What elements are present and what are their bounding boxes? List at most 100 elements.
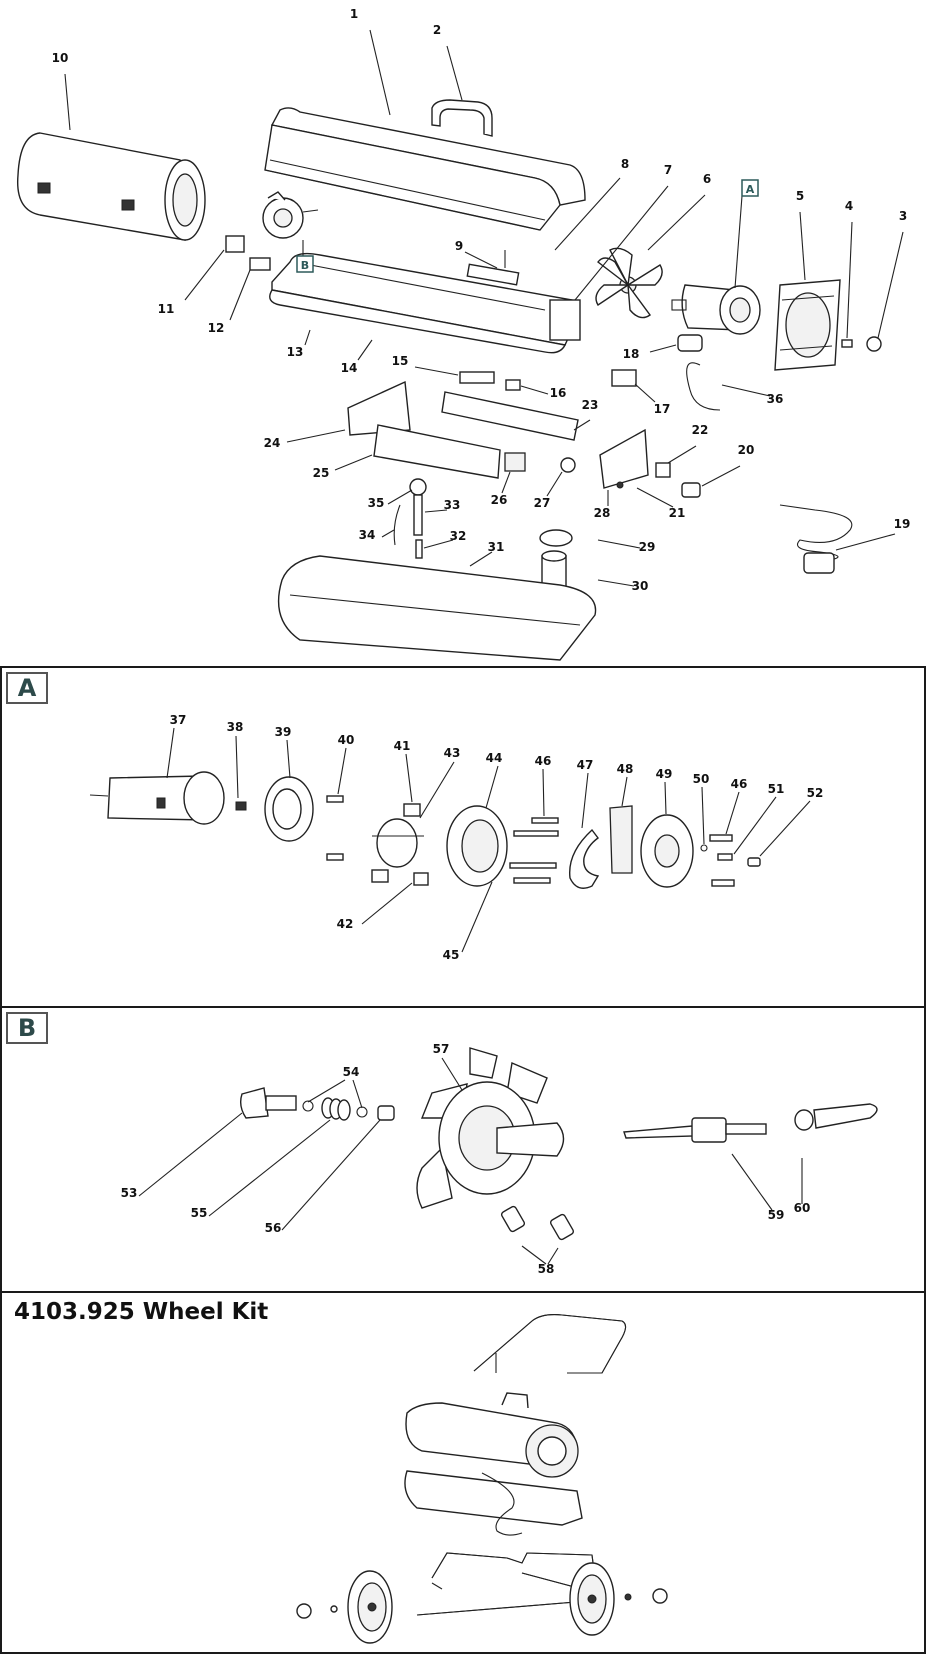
part-power-cord (779, 504, 853, 574)
part-ring-39 (264, 776, 314, 842)
main-part-number-5: 5 (796, 189, 804, 203)
panel-a-part-number-49: 49 (656, 767, 673, 781)
part-wheel-left (347, 1570, 393, 1644)
panel-a-part-number-44: 44 (486, 751, 503, 765)
panel-a-part-number-39: 39 (275, 725, 292, 739)
main-part-number-15: 15 (392, 354, 409, 368)
part-handle-frame (473, 1314, 627, 1374)
main-part-number-11: 11 (158, 302, 175, 316)
panel-b-part-number-60: 60 (794, 1201, 811, 1215)
part-heater-body (404, 1392, 583, 1536)
part-sleeve-60 (794, 1103, 878, 1131)
part-switch-15 (459, 371, 495, 384)
part-rotor-43 (371, 803, 424, 883)
main-part-number-16: 16 (550, 386, 567, 400)
part-grommet-16 (505, 379, 521, 391)
part-frame-24 (347, 380, 411, 436)
panel-b-part-number-58: 58 (538, 1262, 555, 1276)
part-frame-bolt (431, 1582, 443, 1590)
part-fitting-58b (549, 1213, 575, 1241)
part-hub-cap-left (296, 1603, 312, 1619)
panel-b-part-number-56: 56 (265, 1221, 282, 1235)
part-panel-25 (373, 424, 501, 479)
part-screw-51 (717, 853, 733, 861)
main-part-number-17: 17 (654, 402, 671, 416)
wheel-kit-title: 4103.925 Wheel Kit (14, 1299, 269, 1325)
part-panel-23 (441, 391, 579, 441)
part-knob-27 (560, 457, 576, 473)
part-nut-3 (866, 336, 882, 352)
panel-a-tag: A (6, 672, 48, 704)
main-part-number-36: 36 (767, 392, 784, 406)
main-part-number-35: 35 (368, 496, 385, 510)
part-oring-50 (700, 844, 708, 852)
part-hub-cap-right (652, 1588, 668, 1604)
panel-a-part-number-51: 51 (768, 782, 785, 796)
part-filter-35 (409, 478, 427, 496)
panel-a-part-number-38: 38 (227, 720, 244, 734)
part-screw-46b (709, 834, 733, 842)
part-electrode-12 (249, 257, 271, 271)
part-thermostat-22 (655, 462, 671, 478)
part-control-26 (504, 452, 526, 472)
main-part-number-33: 33 (444, 498, 461, 512)
part-plug-52 (747, 857, 761, 867)
part-hose-34 (393, 504, 401, 546)
part-burner-body-57 (416, 1047, 565, 1209)
panel-b-part-number-57: 57 (433, 1042, 450, 1056)
main-part-number-34: 34 (359, 528, 376, 542)
main-part-number-31: 31 (488, 540, 505, 554)
main-part-number-14: 14 (341, 361, 358, 375)
part-photocell-bracket (466, 250, 520, 286)
part-pickup-33 (413, 494, 423, 536)
panel-a-part-number-45: 45 (443, 948, 460, 962)
callout-box-b: B (296, 255, 314, 273)
part-carry-handle (431, 99, 493, 137)
part-nozzle-53 (239, 1087, 297, 1119)
part-strain-relief-20 (681, 482, 701, 498)
main-part-number-3: 3 (899, 209, 907, 223)
wheel-kit-drawing (296, 1314, 668, 1644)
main-part-number-9: 9 (455, 239, 463, 253)
panel-b-part-number-55: 55 (191, 1206, 208, 1220)
part-washer-left (330, 1605, 338, 1613)
part-lower-shell (269, 252, 581, 354)
part-combustion-chamber (16, 132, 206, 241)
detail-panel-a: A (0, 666, 926, 1008)
main-part-number-29: 29 (639, 540, 656, 554)
main-part-number-1: 1 (350, 7, 358, 21)
panel-a-part-number-43: 43 (444, 746, 461, 760)
part-screw-40b (326, 853, 344, 861)
main-part-number-22: 22 (692, 423, 709, 437)
panel-a-part-number-50: 50 (693, 772, 710, 786)
part-spring-55 (321, 1097, 351, 1121)
part-capacitor-18 (677, 334, 703, 352)
panel-a-part-number-52: 52 (807, 786, 824, 800)
panel-a-part-number-40: 40 (338, 733, 355, 747)
part-fitting-58a (500, 1205, 526, 1233)
part-fan-blade (595, 247, 663, 319)
part-air-line-36 (686, 362, 721, 411)
svg-text:B: B (301, 259, 309, 272)
main-part-number-30: 30 (632, 579, 649, 593)
panel-a-part-number-41: 41 (394, 739, 411, 753)
part-frame-28 (599, 428, 649, 489)
main-part-number-32: 32 (450, 529, 467, 543)
part-screen-32 (415, 539, 423, 559)
part-wheel-right (569, 1562, 615, 1636)
panel-b-leader-lines (138, 1057, 803, 1265)
part-bracket-11 (225, 235, 245, 253)
panel-b-part-number-59: 59 (768, 1208, 785, 1222)
panel-a-leader-lines (166, 727, 811, 953)
main-part-number-24: 24 (264, 436, 281, 450)
main-part-number-6: 6 (703, 172, 711, 186)
panel-b-tag: B (6, 1012, 48, 1044)
panel-b-part-number-54: 54 (343, 1065, 360, 1079)
wheel-kit-panel: 4103.925 Wheel Kit (0, 1291, 926, 1654)
main-part-number-20: 20 (738, 443, 755, 457)
part-fitting-42 (413, 872, 429, 886)
